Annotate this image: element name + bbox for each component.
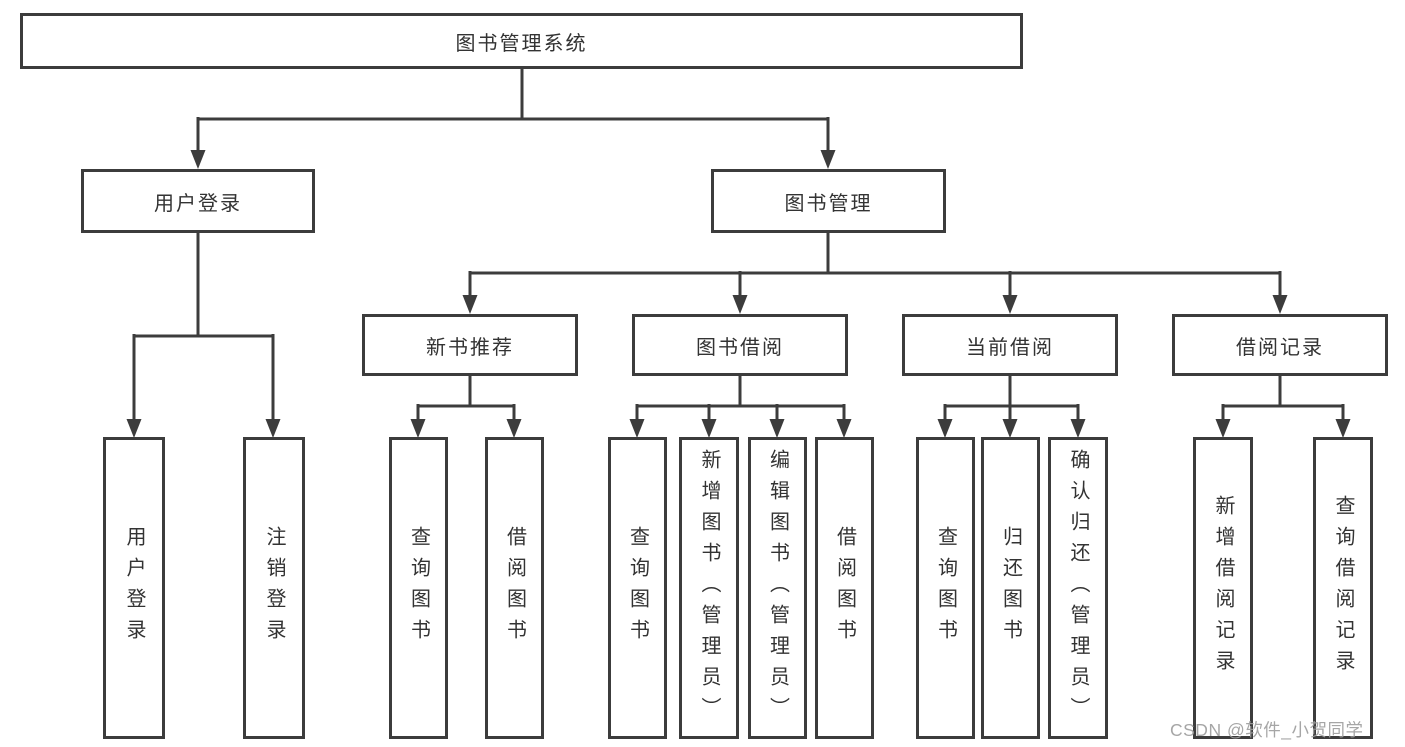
- leaf-nbr-query-book-label: 查询图书: [407, 526, 430, 650]
- connector-bookborrow-to-leaves: [635, 376, 846, 421]
- node-new-book-recommend-label: 新书推荐: [426, 336, 514, 359]
- leaf-bb-add-book-admin: 新增图书（管理员）: [679, 437, 739, 739]
- connector-userlogin-to-leaves: [132, 233, 275, 421]
- node-root-label: 图书管理系统: [455, 32, 588, 55]
- node-current-borrow: 当前借阅: [902, 314, 1118, 376]
- node-new-book-recommend: 新书推荐: [362, 314, 578, 376]
- leaf-bb-query-book-label: 查询图书: [626, 526, 649, 650]
- leaf-bb-borrow-book: 借阅图书: [815, 437, 874, 739]
- node-book-management-label: 图书管理: [784, 192, 873, 215]
- connector-newbook-to-leaves: [416, 376, 516, 421]
- leaf-cb-confirm-return-admin: 确认归还（管理员）: [1048, 437, 1108, 739]
- leaf-bb-edit-book-admin-label: 编辑图书（管理员）: [766, 448, 789, 728]
- leaf-logout-label: 注销登录: [263, 526, 285, 650]
- node-user-login: 用户登录: [81, 169, 315, 233]
- node-borrow-records: 借阅记录: [1172, 314, 1388, 376]
- connector-currentborrow-to-leaves: [943, 376, 1080, 421]
- node-current-borrow-label: 当前借阅: [966, 336, 1054, 359]
- node-book-management: 图书管理: [711, 169, 946, 233]
- leaf-bb-add-book-admin-label: 新增图书（管理员）: [698, 448, 720, 728]
- leaf-nbr-query-book: 查询图书: [389, 437, 448, 739]
- leaf-user-login: 用户登录: [103, 437, 165, 739]
- node-root: 图书管理系统: [20, 13, 1023, 69]
- leaf-br-query-record-label: 查询借阅记录: [1332, 495, 1354, 681]
- node-user-login-label: 用户登录: [154, 192, 242, 215]
- leaf-bb-borrow-book-label: 借阅图书: [833, 526, 856, 650]
- leaf-nbr-borrow-book-label: 借阅图书: [503, 526, 526, 650]
- node-book-borrow: 图书借阅: [632, 314, 848, 376]
- node-book-borrow-label: 图书借阅: [696, 336, 784, 359]
- leaf-nbr-borrow-book: 借阅图书: [485, 437, 544, 739]
- leaf-logout: 注销登录: [243, 437, 305, 739]
- leaf-user-login-label: 用户登录: [123, 526, 145, 650]
- leaf-br-add-record-label: 新增借阅记录: [1212, 495, 1234, 681]
- leaf-br-query-record: 查询借阅记录: [1313, 437, 1373, 739]
- leaf-cb-confirm-return-admin-label: 确认归还（管理员）: [1067, 448, 1089, 728]
- leaf-br-add-record: 新增借阅记录: [1193, 437, 1253, 739]
- connector-bookmgmt-to-level3: [468, 233, 1282, 297]
- csdn-watermark: CSDN @软件_小贺同学: [1170, 720, 1364, 740]
- arrowheads: [126, 150, 1351, 438]
- leaf-cb-return-book: 归还图书: [981, 437, 1040, 739]
- leaf-bb-edit-book-admin: 编辑图书（管理员）: [748, 437, 807, 739]
- leaf-bb-query-book: 查询图书: [608, 437, 667, 739]
- connector-root-to-level2: [196, 68, 830, 152]
- leaf-cb-return-book-label: 归还图书: [999, 526, 1022, 650]
- leaf-cb-query-book-label: 查询图书: [934, 526, 957, 650]
- connector-borrowrecords-to-leaves: [1221, 376, 1345, 421]
- node-borrow-records-label: 借阅记录: [1236, 336, 1324, 359]
- leaf-cb-query-book: 查询图书: [916, 437, 975, 739]
